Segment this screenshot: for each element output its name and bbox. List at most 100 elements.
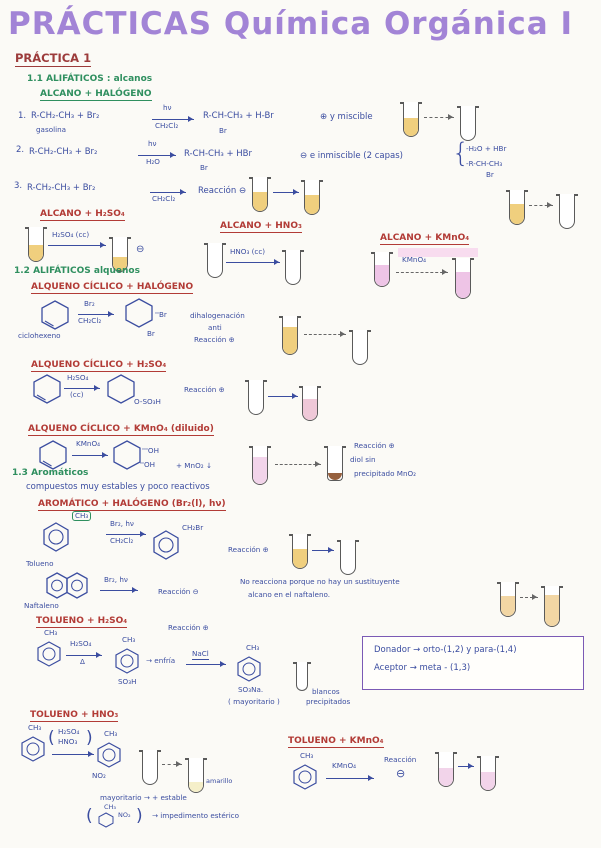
rx1-reactant-label: gasolina [36, 125, 67, 134]
alqueno-kmno4-arrow [72, 452, 108, 459]
naphthalene-explanation-line1: No reacciona porque no hay un sustituyen… [240, 577, 400, 586]
toluene-methyl-label: CH₃ [28, 723, 42, 732]
alcano-halogeno-heading: ALCANO + HALÓGENO [40, 89, 152, 102]
nitro-group: NO₂ [92, 771, 106, 780]
ortho-methyl: CH₃ [104, 803, 117, 811]
naphthalene-structure [46, 572, 88, 599]
alqueno-halogeno-arrow [78, 311, 114, 318]
benzene-ring [97, 742, 121, 768]
tube-liquid [253, 192, 267, 211]
rx2-arrow [138, 152, 176, 159]
toluene-methyl-label: CH₃ [300, 751, 314, 760]
test-tube [282, 250, 304, 285]
tolueno-hno3-heading: TOLUENO + HNO₃ [30, 710, 119, 723]
section-1-3-heading: 1.3 Aromáticos [12, 468, 89, 478]
amarillo-note: amarillo [206, 777, 233, 785]
alqueno-h2so4-condition-bottom: (cc) [70, 390, 84, 399]
test-tube [289, 534, 311, 569]
rx3-condition-bottom: CH₂Cl₂ [152, 194, 176, 203]
tolueno-h2so4-condition-bottom: Δ [80, 657, 85, 666]
rx1-products: R-CH-CH₃ + H-Br [203, 111, 274, 121]
methyl-group-boxed: CH₃ [72, 511, 92, 522]
alqueno-halogeno-condition-top: Br₂ [84, 299, 95, 308]
tolueno-hno3-condition-2: HNO₃ [58, 737, 78, 746]
tolueno-kmno4-result: Reacción [384, 755, 417, 764]
test-tube [324, 446, 346, 481]
ciclohexeno-label: ciclohexeno [18, 331, 61, 340]
rx2-condition-bottom: H₂O [146, 157, 160, 166]
rx2-result: ⊖ e inmiscible (2 capas) [300, 151, 403, 161]
test-tube [457, 106, 479, 141]
benzene-ring [37, 641, 61, 667]
test-tube [371, 252, 393, 287]
rx3-result: Reacción ⊖ [198, 186, 247, 196]
benzene-ring-small [98, 812, 114, 828]
tube-liquid [29, 244, 43, 261]
test-tube [477, 756, 499, 791]
alcano-h2so4-arrow [48, 242, 106, 249]
tolueno-h2so4-result: Reacción ⊕ [168, 623, 209, 632]
rx1-result: ⊕ y miscible [320, 112, 373, 122]
alcano-hno3-heading: ALCANO + HNO₃ [220, 221, 302, 234]
rx1-reactants: R-CH₂-CH₃ + Br₂ [31, 111, 100, 121]
dihalogenation-note: dihalogenación [190, 311, 245, 320]
alcano-hno3-arrow [226, 259, 280, 266]
nitrotoluene-methyl: CH₃ [104, 729, 118, 738]
alqueno-halogeno-condition-bottom: CH₂Cl₂ [78, 316, 102, 325]
benzene-ring [43, 522, 69, 552]
alqueno-kmno4-condition-top: KMnO₄ [76, 439, 101, 448]
tube-liquid [456, 272, 470, 298]
naftaleno-label: Naftaleno [24, 601, 59, 610]
sulfonic-acid-group: SO₃H [118, 677, 137, 686]
test-tube [293, 662, 311, 691]
tube-precipitate [328, 473, 342, 480]
paren-left: ( [86, 806, 93, 826]
test-tube [245, 380, 267, 415]
tube-transfer-arrow [312, 547, 334, 554]
tube-liquid [303, 398, 317, 420]
cyclohexene-structure [33, 374, 61, 404]
donor-rule: Donador → orto-(1,2) y para-(1,4) [374, 645, 517, 655]
alqueno-kmno4-result: Reacción ⊕ [354, 441, 395, 450]
rx2-number: 2. [16, 145, 25, 155]
test-tube [337, 540, 359, 575]
sulfonic-intermediate-methyl: CH₃ [122, 635, 136, 644]
tolueno-kmno4-condition: KMnO₄ [332, 761, 357, 770]
rx3-arrow [150, 189, 186, 196]
alcano-h2so4-result: ⊖ [136, 244, 145, 255]
cool-step-label: → enfría [146, 656, 176, 665]
alqueno-h2so4-heading: ALQUENO CÍCLICO + H₂SO₄ [31, 360, 167, 373]
test-tube [349, 330, 371, 365]
section-1-2-heading: 1.2 ALIFÁTICOS alquenos [14, 266, 140, 276]
tolueno-kmno4-arrow [326, 775, 374, 782]
toluene-br2-condition-top: Br₂, hν [110, 519, 134, 528]
cyclohexene-structure [41, 300, 69, 330]
tube-liquid [439, 768, 453, 786]
tube-transfer-arrow [458, 763, 474, 770]
tube-transfer-arrow [520, 594, 538, 601]
benzene-ring [237, 656, 261, 682]
test-tube [435, 752, 457, 787]
product-sulfate-group: O-SO₃H [134, 397, 161, 406]
tube-liquid [305, 195, 319, 214]
rx1-number: 1. [18, 111, 27, 121]
test-tube [249, 177, 271, 212]
layer-2-label: -R-CH-CH₃ [466, 159, 503, 168]
test-tube [204, 243, 226, 278]
anti-note: anti [208, 323, 222, 332]
paren-right: ) [136, 806, 143, 826]
product-oh-wedge: '''OH [142, 446, 159, 455]
negative-sign: ⊖ [396, 767, 406, 780]
section-1-1-heading: 1.1 ALIFÁTICOS : alcanos [27, 74, 153, 84]
tube-transfer-arrow [424, 114, 454, 121]
benzene-ring [293, 764, 317, 790]
tube-liquid [293, 549, 307, 568]
test-tube [25, 227, 47, 262]
rx3-number: 3. [14, 181, 23, 191]
tube-liquid [481, 772, 495, 790]
alqueno-halogeno-heading: ALQUENO CÍCLICO + HALÓGENO [31, 282, 194, 295]
cyclohexyl-sulfate-structure [107, 374, 135, 404]
test-tube [497, 582, 519, 617]
page-title: PRÁCTICAS Química Orgánica I [8, 6, 574, 42]
tolueno-h2so4-arrow [66, 652, 102, 659]
